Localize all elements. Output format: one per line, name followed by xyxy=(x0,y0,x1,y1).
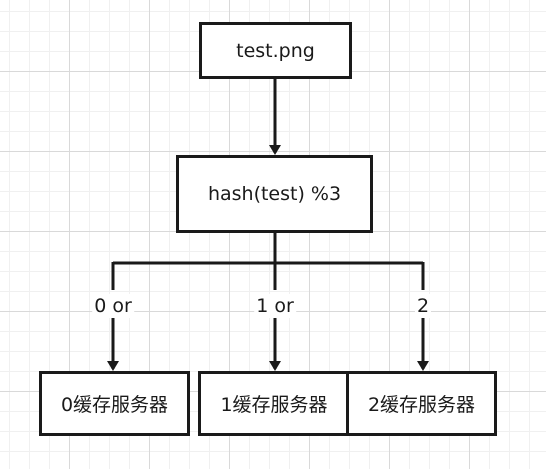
edge-label-server2: 2 xyxy=(414,294,432,318)
cache-server-0-node[interactable]: 0缓存服务器 xyxy=(39,371,190,436)
source-file-label: test.png xyxy=(236,39,315,62)
edge-label-server0: 0 or xyxy=(92,294,134,318)
edge-label-server1: 1 or xyxy=(254,294,296,318)
cache-server-1-label: 1缓存服务器 xyxy=(220,394,328,416)
hash-function-node[interactable]: hash(test) %3 xyxy=(176,155,373,233)
source-file-node[interactable]: test.png xyxy=(199,22,352,79)
cache-server-2-label: 2缓存服务器 xyxy=(367,394,476,416)
cache-server-1-node[interactable]: 1缓存服务器 xyxy=(198,371,350,436)
cache-server-2-node[interactable]: 2缓存服务器 xyxy=(346,371,497,436)
hash-function-label: hash(test) %3 xyxy=(207,183,342,205)
cache-server-0-label: 0缓存服务器 xyxy=(60,394,169,416)
